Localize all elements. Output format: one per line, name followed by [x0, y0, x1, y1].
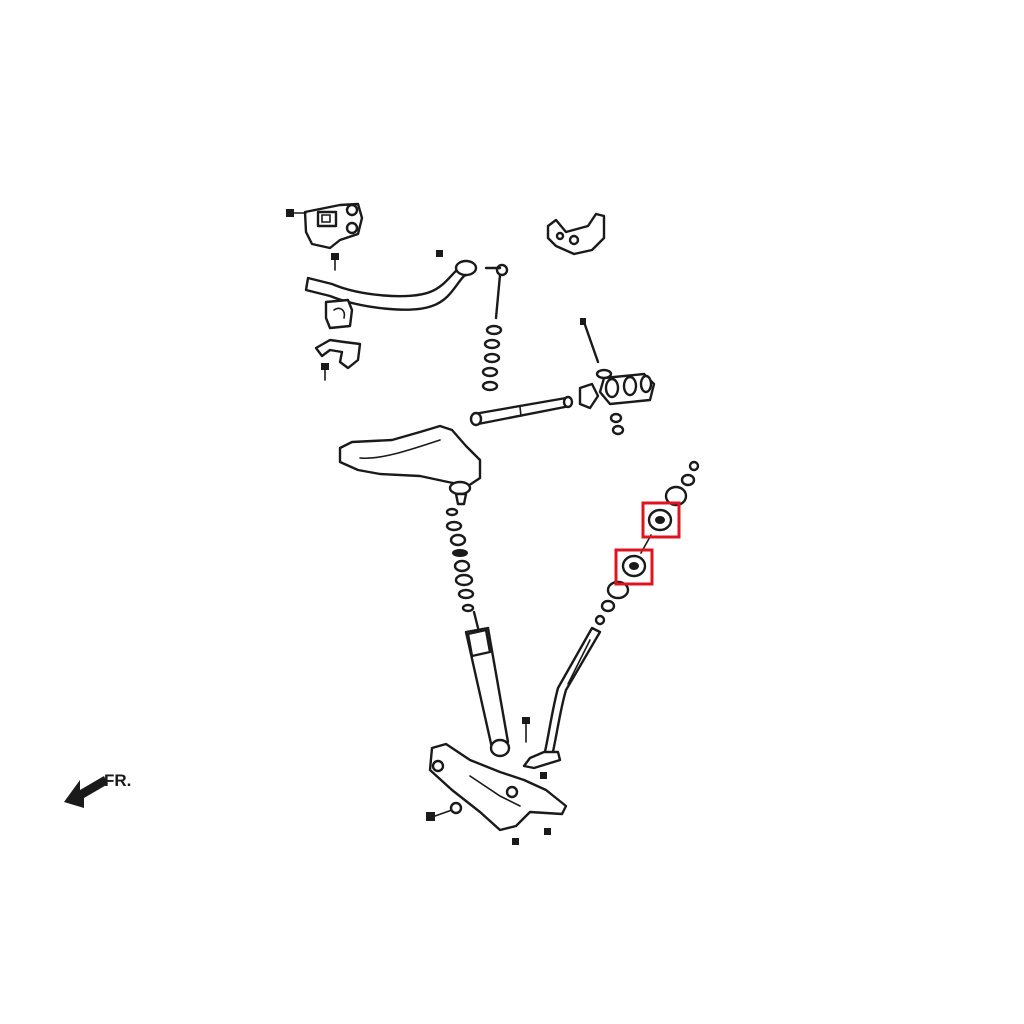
link-washer-stack	[481, 324, 503, 392]
upper-arm-mount-bracket	[546, 212, 606, 256]
stabilizer-link	[436, 250, 509, 320]
shaft-bolt	[580, 318, 600, 364]
shock-washer-stack	[445, 507, 475, 613]
highlight-box-lower-bushing	[614, 548, 654, 586]
stabilizer-bushing	[324, 298, 354, 330]
bracket-bolt-down	[331, 253, 339, 271]
front-direction-indicator: FR.	[64, 771, 131, 808]
clamp-bolt	[321, 363, 329, 381]
strut-bar-rod	[522, 626, 602, 770]
direction-label: FR.	[104, 771, 131, 790]
shock-absorber	[464, 610, 511, 758]
shaft-small-nut	[595, 368, 625, 436]
strut-bar-bushing-upper	[647, 508, 673, 532]
strut-bar-bushing-lower	[621, 554, 647, 578]
lower-control-arm	[428, 742, 568, 832]
strut-bar-nut-stack	[594, 460, 700, 626]
stabilizer-bushing-clamp	[314, 338, 362, 370]
upper-arm-shaft-bracket	[598, 372, 656, 406]
highlight-box-upper-bushing	[641, 501, 681, 539]
arrow-left-icon	[64, 776, 108, 808]
lower-arm-bolt	[522, 717, 530, 743]
bracket-bolt	[286, 209, 307, 217]
lower-arm-pivot-bolt	[426, 801, 463, 821]
upper-control-arm	[338, 424, 482, 506]
stabilizer-bar	[304, 259, 478, 311]
upper-arm-shaft	[469, 395, 574, 427]
lower-arm-nuts	[512, 772, 551, 845]
shaft-adjust-plate	[578, 382, 600, 410]
stabilizer-bracket	[303, 202, 364, 250]
